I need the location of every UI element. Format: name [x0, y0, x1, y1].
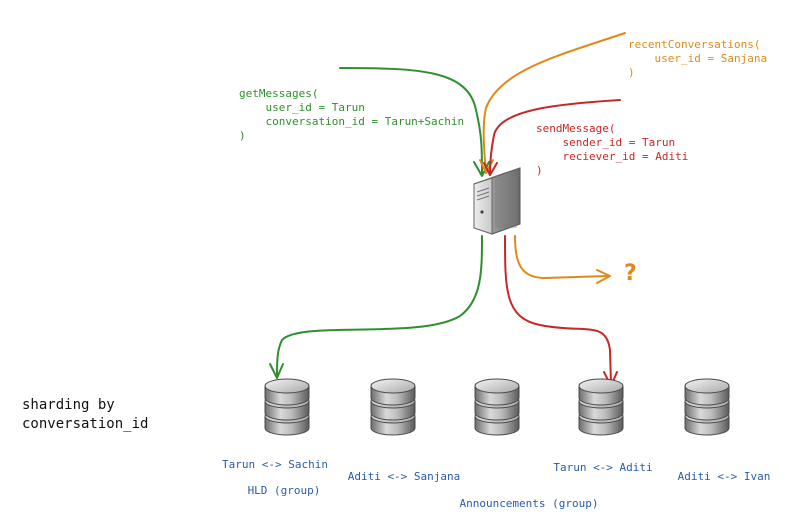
- database-icon: [474, 378, 520, 436]
- send-message-arrowhead: [483, 162, 498, 176]
- recent-conversations-line: recentConversations(: [628, 38, 761, 51]
- database-icon: [578, 378, 624, 436]
- database-icon: [684, 378, 730, 436]
- shard-label: Aditi <-> Ivan: [677, 470, 771, 483]
- shard-group-label: HLD (group): [247, 484, 321, 497]
- send-message-line: ): [536, 164, 543, 177]
- get-messages-line: getMessages(: [239, 87, 319, 100]
- recent-conversations-line: ): [628, 66, 635, 79]
- server-to-unknown-arrow: [514, 235, 609, 280]
- shard-label: Tarun <-> Aditi: [553, 461, 653, 474]
- send-message-arrow: [489, 99, 621, 175]
- server-to-shard1-arrow: [276, 235, 483, 377]
- server-tower-icon: [473, 167, 521, 235]
- send-message-request: sendMessage( sender_id = Tarun reciever_…: [536, 122, 688, 178]
- get-messages-line: conversation_id = Tarun+Sachin: [239, 115, 465, 128]
- recent-conversations-request: recentConversations( user_id = Sanjana ): [628, 38, 767, 80]
- sharding-key-label: sharding by conversation_id: [22, 396, 148, 434]
- send-message-line: sendMessage(: [536, 122, 616, 135]
- shard-label: Tarun <-> Sachin: [222, 458, 328, 471]
- server-to-shard1-arrowhead: [269, 363, 284, 379]
- shard-group-label: Announcements (group): [459, 497, 599, 510]
- database-icon: [370, 378, 416, 436]
- unknown-destination-mark: ?: [624, 261, 637, 286]
- send-message-line: sender_id = Tarun: [536, 136, 676, 149]
- get-messages-line: ): [239, 129, 246, 142]
- get-messages-line: user_id = Tarun: [239, 101, 365, 114]
- sharding-label-line: conversation_id: [22, 416, 149, 432]
- recent-conversations-arrow: [482, 32, 626, 173]
- send-message-line: reciever_id = Aditi: [536, 150, 689, 163]
- get-messages-arrow: [339, 67, 483, 175]
- get-messages-request: getMessages( user_id = Tarun conversatio…: [239, 87, 464, 143]
- server-to-shard4-arrow: [504, 235, 612, 385]
- server-to-unknown-arrowhead: [596, 269, 611, 284]
- shard-label: Aditi <-> Sanjana: [347, 470, 461, 483]
- database-icon: [264, 378, 310, 436]
- recent-conversations-line: user_id = Sanjana: [628, 52, 768, 65]
- sharding-label-line: sharding by: [22, 397, 115, 413]
